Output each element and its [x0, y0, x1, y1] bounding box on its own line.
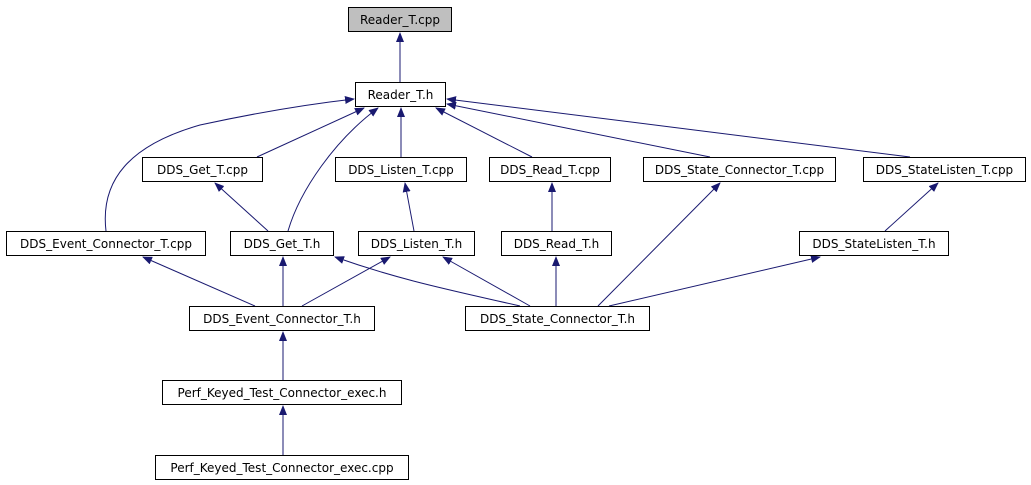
edge-dds-state-connector-t-h-to-dds-statelisten-t-h	[608, 255, 821, 307]
edge-dds-event-connector-t-h-to-dds-listen-t-h	[301, 256, 391, 307]
edge-dds-get-t-cpp-to-reader-t-h	[256, 107, 365, 158]
edge-dds-state-connector-t-cpp-to-reader-t-h	[446, 101, 711, 158]
node-perf-keyed-test-connector-exec-cpp[interactable]: Perf_Keyed_Test_Connector_exec.cpp	[155, 455, 409, 480]
edge-dds-read-t-cpp-to-reader-t-h	[435, 107, 533, 158]
edge-dds-state-connector-t-h-to-dds-state-connector-t-cpp	[597, 182, 721, 307]
node-dds-get-t-h[interactable]: DDS_Get_T.h	[230, 231, 334, 256]
node-dds-listen-t-cpp[interactable]: DDS_Listen_T.cpp	[335, 157, 467, 182]
edge-dds-event-connector-t-h-to-dds-event-connector-t-cpp	[142, 256, 256, 307]
node-dds-event-connector-t-cpp[interactable]: DDS_Event_Connector_T.cpp	[6, 231, 206, 256]
node-dds-listen-t-h[interactable]: DDS_Listen_T.h	[358, 231, 475, 256]
edge-dds-get-t-h-to-reader-t-h	[287, 107, 379, 232]
node-dds-state-connector-t-h[interactable]: DDS_State_Connector_T.h	[465, 306, 650, 331]
edge-dds-statelisten-t-cpp-to-reader-t-h	[446, 96, 911, 158]
node-dds-read-t-h[interactable]: DDS_Read_T.h	[501, 231, 612, 256]
edge-dds-state-connector-t-h-to-dds-listen-t-h	[442, 256, 531, 307]
node-reader-t-cpp[interactable]: Reader_T.cpp	[348, 7, 452, 32]
edge-dds-statelisten-t-h-to-dds-statelisten-t-cpp	[884, 182, 939, 232]
edge-dds-get-t-h-to-dds-get-t-cpp	[214, 182, 269, 232]
edge-dds-listen-t-h-to-dds-listen-t-cpp	[402, 182, 415, 232]
node-perf-keyed-test-connector-exec-h[interactable]: Perf_Keyed_Test_Connector_exec.h	[162, 380, 402, 405]
edge-dds-state-connector-t-h-to-dds-get-t-h	[334, 256, 521, 307]
node-dds-event-connector-t-h[interactable]: DDS_Event_Connector_T.h	[189, 306, 375, 331]
node-dds-state-connector-t-cpp[interactable]: DDS_State_Connector_T.cpp	[643, 157, 836, 182]
node-dds-statelisten-t-cpp[interactable]: DDS_StateListen_T.cpp	[863, 157, 1026, 182]
node-dds-get-t-cpp[interactable]: DDS_Get_T.cpp	[142, 157, 263, 182]
edge-dds-event-connector-t-cpp-to-reader-t-h	[104, 96, 355, 232]
node-dds-statelisten-t-h[interactable]: DDS_StateListen_T.h	[799, 231, 949, 256]
node-dds-read-t-cpp[interactable]: DDS_Read_T.cpp	[489, 157, 611, 182]
node-reader-t-h[interactable]: Reader_T.h	[355, 82, 446, 107]
